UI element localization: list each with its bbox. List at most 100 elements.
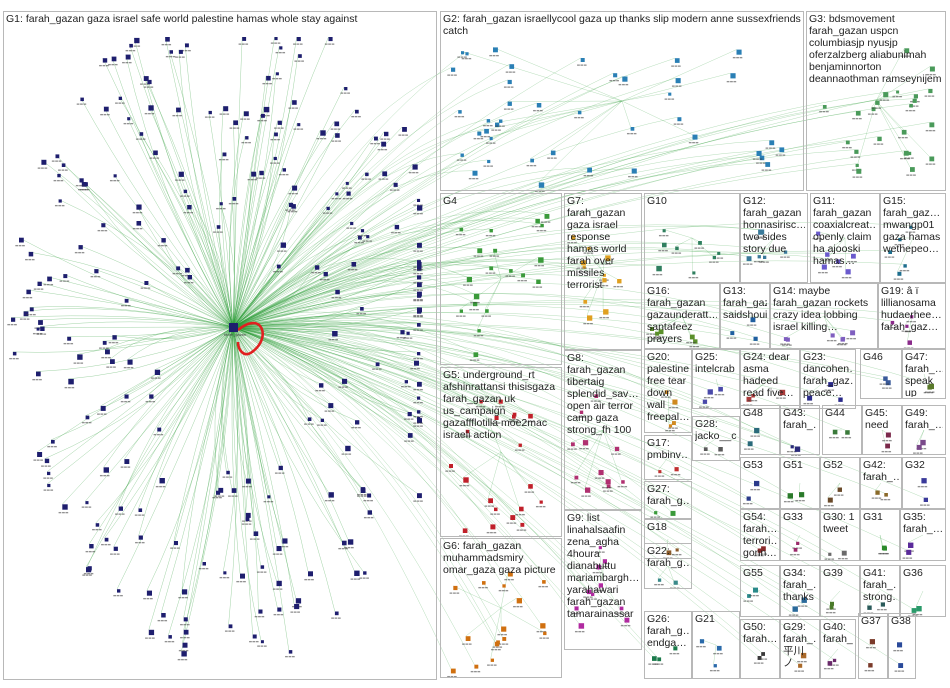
node-g1[interactable]: [185, 43, 189, 48]
node-g1[interactable]: [295, 598, 302, 604]
node-g1[interactable]: [407, 412, 412, 417]
node-g4[interactable]: [466, 277, 472, 283]
node-g1[interactable]: [360, 307, 364, 311]
node-g1[interactable]: [412, 164, 418, 170]
node-g1[interactable]: [417, 410, 421, 414]
node-g55[interactable]: [753, 587, 758, 593]
node-g19[interactable]: [905, 324, 909, 328]
node-g16[interactable]: [658, 329, 664, 335]
node-g1[interactable]: [367, 493, 372, 498]
node-g1[interactable]: [417, 275, 422, 280]
node-g4[interactable]: [473, 301, 478, 307]
node-g1[interactable]: [113, 546, 118, 551]
node-g1[interactable]: [19, 237, 24, 243]
node-g36[interactable]: [916, 606, 922, 612]
node-g1[interactable]: [218, 487, 224, 493]
node-g1[interactable]: [334, 611, 339, 616]
node-g33[interactable]: [796, 541, 800, 545]
node-g19[interactable]: [907, 340, 913, 345]
node-g2[interactable]: [461, 51, 465, 55]
node-g2[interactable]: [674, 58, 680, 63]
node-g1[interactable]: [187, 205, 192, 210]
node-g1[interactable]: [417, 493, 422, 499]
node-g5[interactable]: [528, 484, 533, 489]
node-g1[interactable]: [260, 640, 264, 644]
node-g3[interactable]: [896, 90, 900, 94]
node-g21[interactable]: [699, 639, 705, 644]
node-g1[interactable]: [181, 651, 187, 657]
node-g10[interactable]: [698, 241, 702, 245]
node-g2[interactable]: [472, 170, 478, 176]
node-g7[interactable]: [581, 260, 586, 266]
node-g30[interactable]: [828, 552, 832, 556]
node-g1[interactable]: [146, 590, 152, 596]
node-g11[interactable]: [821, 264, 827, 270]
node-g26[interactable]: [657, 657, 662, 662]
node-g5[interactable]: [449, 464, 453, 468]
node-g51[interactable]: [799, 492, 805, 498]
node-g1[interactable]: [169, 50, 174, 54]
node-g1[interactable]: [417, 282, 422, 288]
node-g1[interactable]: [80, 97, 84, 102]
node-g7[interactable]: [583, 300, 588, 304]
node-g2[interactable]: [538, 182, 545, 188]
node-g9[interactable]: [578, 623, 585, 629]
node-g13[interactable]: [750, 317, 756, 323]
node-g3[interactable]: [871, 107, 876, 112]
node-g1[interactable]: [417, 323, 421, 327]
node-g1[interactable]: [345, 445, 351, 452]
node-g1[interactable]: [417, 266, 422, 271]
node-g1[interactable]: [263, 106, 270, 113]
node-g47[interactable]: [928, 383, 934, 390]
node-g1[interactable]: [375, 362, 380, 367]
node-g20[interactable]: [672, 399, 678, 405]
node-g12[interactable]: [783, 250, 788, 254]
node-g1[interactable]: [101, 223, 106, 228]
node-g2[interactable]: [677, 117, 682, 122]
node-g1[interactable]: [159, 478, 165, 484]
node-g46[interactable]: [885, 380, 891, 386]
node-g1[interactable]: [402, 127, 407, 132]
node-g48[interactable]: [747, 441, 753, 447]
node-g1[interactable]: [58, 199, 62, 203]
node-g23[interactable]: [807, 395, 813, 401]
node-g1[interactable]: [282, 538, 288, 544]
node-g1[interactable]: [138, 508, 143, 512]
node-g1[interactable]: [308, 571, 313, 577]
node-g1[interactable]: [351, 262, 357, 267]
node-g1[interactable]: [276, 264, 281, 269]
hub-node[interactable]: farah_gazan: [224, 321, 264, 356]
node-g42[interactable]: [875, 490, 880, 495]
node-g1[interactable]: [28, 251, 34, 257]
node-g1[interactable]: [216, 490, 221, 495]
node-g2[interactable]: [613, 73, 618, 78]
node-g1[interactable]: [103, 106, 109, 112]
node-g1[interactable]: [417, 352, 421, 356]
node-g1[interactable]: [144, 281, 149, 285]
node-g2[interactable]: [530, 158, 534, 163]
node-g24[interactable]: [746, 396, 752, 402]
node-g4[interactable]: [489, 266, 494, 271]
node-g1[interactable]: [252, 634, 257, 639]
node-g8[interactable]: [621, 480, 625, 484]
node-g48[interactable]: [754, 427, 760, 434]
node-g1[interactable]: [61, 163, 66, 167]
node-g1[interactable]: [404, 380, 408, 384]
node-g12[interactable]: [757, 255, 761, 259]
node-g5[interactable]: [519, 506, 524, 512]
node-g31[interactable]: [883, 546, 887, 551]
node-g9[interactable]: [619, 606, 624, 611]
node-g1[interactable]: [342, 378, 348, 384]
node-g1[interactable]: [417, 205, 423, 211]
node-g16[interactable]: [689, 334, 695, 340]
node-g52[interactable]: [837, 487, 842, 492]
node-g4[interactable]: [473, 293, 480, 300]
node-g4[interactable]: [473, 352, 479, 357]
node-g11[interactable]: [851, 253, 856, 259]
node-g5[interactable]: [494, 507, 498, 512]
node-g12[interactable]: [763, 255, 767, 259]
node-g4[interactable]: [509, 269, 513, 273]
node-g1[interactable]: [417, 381, 422, 387]
node-g2[interactable]: [550, 150, 556, 156]
node-g1[interactable]: [165, 37, 170, 42]
